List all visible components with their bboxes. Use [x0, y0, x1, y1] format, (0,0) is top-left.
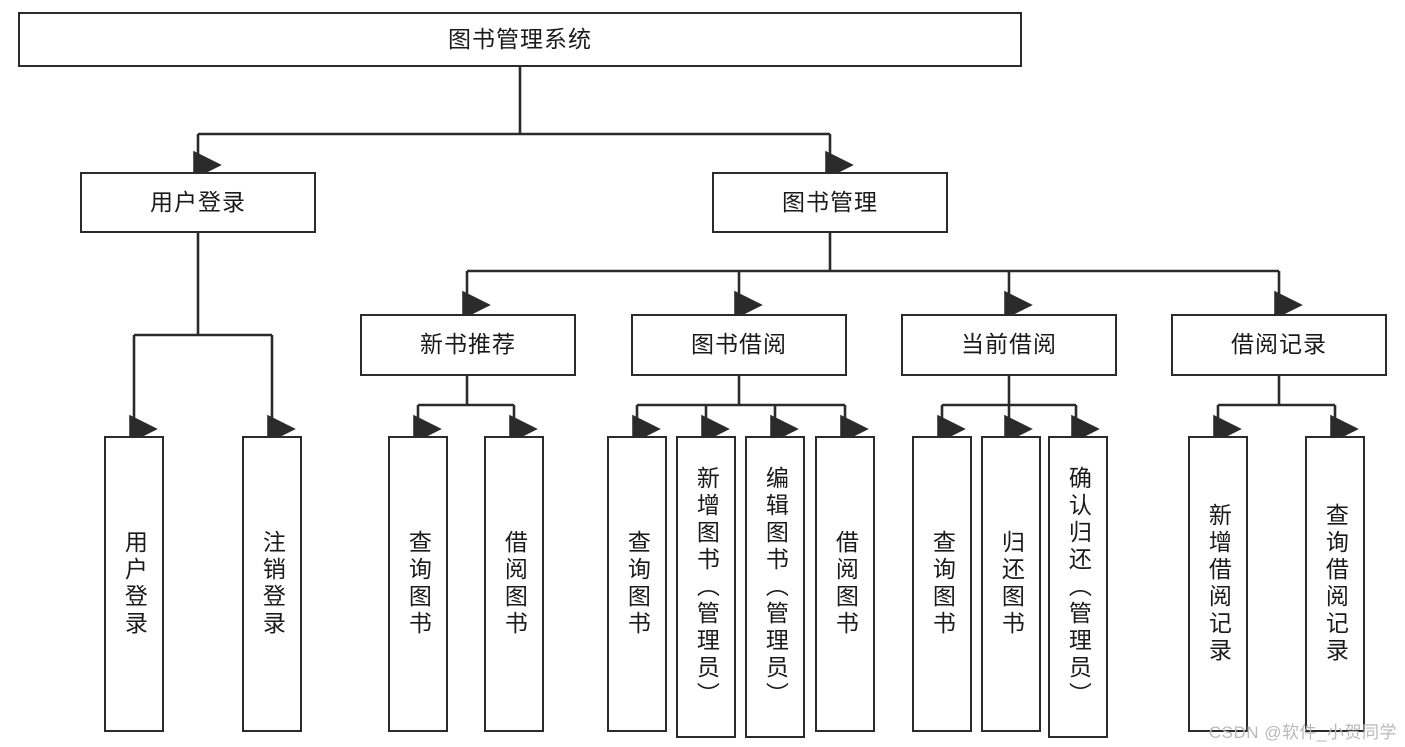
node-leaf-edit-book[interactable]: 编辑图书（管理员） — [745, 436, 805, 738]
node-leaf-logout-login[interactable]: 注销登录 — [242, 436, 302, 732]
node-new-book-recommend[interactable]: 新书推荐 — [360, 314, 576, 376]
node-book-borrow[interactable]: 图书借阅 — [631, 314, 847, 376]
node-borrow-record[interactable]: 借阅记录 — [1171, 314, 1387, 376]
csdn-watermark: CSDN @软件_小贺同学 — [1208, 723, 1397, 742]
node-leaf-user-login[interactable]: 用户登录 — [104, 436, 164, 732]
node-leaf-query-book-1[interactable]: 查询图书 — [388, 436, 448, 732]
node-leaf-query-book-2[interactable]: 查询图书 — [607, 436, 667, 732]
node-leaf-confirm-return[interactable]: 确认归还（管理员） — [1048, 436, 1108, 738]
node-leaf-add-record[interactable]: 新增借阅记录 — [1188, 436, 1248, 732]
node-leaf-return-book[interactable]: 归还图书 — [981, 436, 1041, 732]
node-current-borrow[interactable]: 当前借阅 — [901, 314, 1117, 376]
node-root-system[interactable]: 图书管理系统 — [18, 12, 1022, 67]
node-leaf-query-record[interactable]: 查询借阅记录 — [1305, 436, 1365, 732]
node-leaf-query-book-3[interactable]: 查询图书 — [912, 436, 972, 732]
node-leaf-add-book[interactable]: 新增图书（管理员） — [676, 436, 736, 738]
node-leaf-borrow-book-2[interactable]: 借阅图书 — [815, 436, 875, 732]
node-book-manage[interactable]: 图书管理 — [712, 172, 948, 233]
node-user-login[interactable]: 用户登录 — [80, 172, 316, 233]
node-leaf-borrow-book-1[interactable]: 借阅图书 — [484, 436, 544, 732]
